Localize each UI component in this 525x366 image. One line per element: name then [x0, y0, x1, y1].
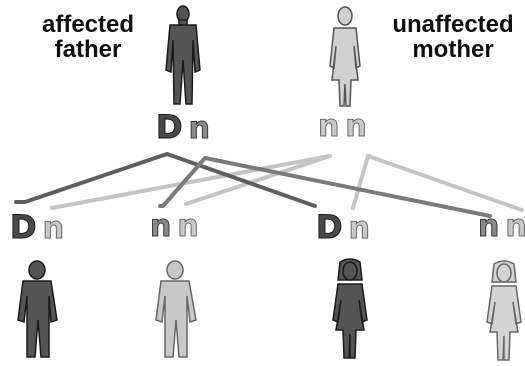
child-3-genotype: Dn [316, 211, 376, 246]
child-3-allele-1: D [316, 208, 349, 246]
mother-allele-2: n [345, 109, 373, 144]
unaffected-mother-label: unaffected mother [378, 12, 525, 62]
father-label-line1: affected [41, 11, 135, 38]
child-2-allele-1: n [149, 209, 178, 244]
mother-label-line1: unaffected [392, 11, 514, 38]
line-mother-c1 [50, 154, 332, 210]
child-4-figure [486, 260, 522, 361]
line-mother-c2 [184, 154, 332, 206]
inheritance-lines [14, 152, 524, 218]
line-father-n-c2 [158, 156, 492, 218]
mother-allele-1: n [317, 109, 346, 144]
father-allele-1: D [156, 108, 189, 146]
child-2-figure [155, 260, 197, 358]
father-genotype: Dn [156, 111, 216, 146]
child-2-genotype: nn [149, 209, 205, 244]
father-figure [165, 5, 201, 105]
child-1-allele-1: D [10, 208, 43, 246]
mother-genotype: nn [317, 109, 373, 144]
child-1-allele-2: n [42, 211, 70, 246]
child-4-genotype: nn [477, 209, 525, 244]
line-mother-c4 [366, 154, 524, 212]
line-father-d-c1 [14, 152, 317, 208]
child-1-figure [17, 260, 58, 358]
child-3-figure [332, 258, 368, 359]
father-label-line2: father [54, 36, 122, 63]
child-3-allele-2: n [348, 211, 376, 246]
child-1-genotype: Dn [10, 211, 70, 246]
child-4-allele-1: n [477, 209, 506, 244]
mother-label-line2: mother [412, 36, 494, 63]
line-mother-c3 [351, 154, 372, 210]
father-allele-2: n [188, 111, 216, 146]
child-4-allele-2: n [505, 209, 525, 244]
affected-father-label: affected father [28, 12, 148, 62]
mother-figure [329, 6, 361, 107]
child-2-allele-2: n [177, 209, 205, 244]
